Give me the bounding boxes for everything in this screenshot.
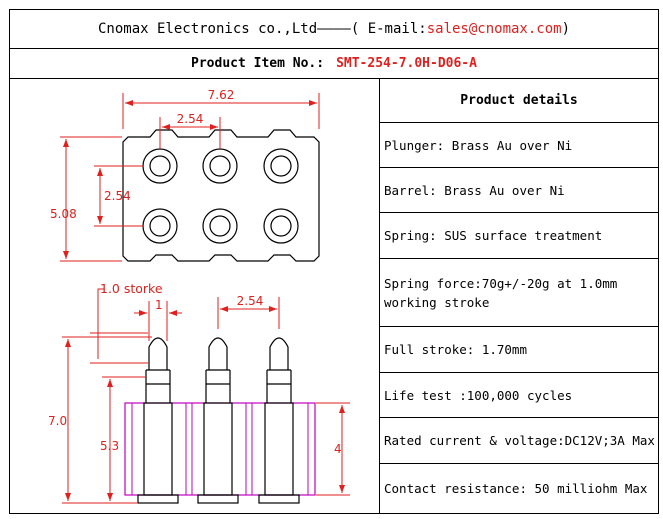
company-name: Cnomax Electronics co.,Ltd————( E-mail: — [97, 21, 427, 37]
dim-height — [60, 136, 122, 262]
dim-pitch-side — [217, 297, 280, 329]
dim-row-pitch-label: 2.54 — [104, 189, 131, 203]
detail-spring-force: Spring force:70g+/-20g at 1.0mm working … — [380, 259, 658, 327]
email-link[interactable]: sales@cnomax.com — [426, 21, 562, 37]
dim-stroke — [90, 288, 148, 364]
side-view: 1.0 storke 1 2.54 — [48, 281, 350, 504]
header-row: Cnomax Electronics co.,Ltd————( E-mail: … — [10, 10, 658, 49]
dim-height-label: 5.08 — [50, 207, 77, 221]
dim-one-label: 1 — [155, 298, 163, 312]
housing-dividers — [131, 403, 309, 495]
dim-pitch-top-label: 2.54 — [177, 112, 204, 126]
dim-body-height-label: 5.3 — [100, 439, 119, 453]
top-view: 7.62 2.54 2.54 — [50, 88, 320, 262]
detail-contact-resistance: Contact resistance: 50 milliohm Max — [384, 481, 648, 496]
product-item-label: Product Item No.: — [191, 55, 325, 71]
dim-width — [122, 93, 320, 129]
detail-spring: Spring: SUS surface treatment — [380, 213, 658, 259]
detail-plunger: Plunger: Brass Au over Ni — [380, 123, 658, 168]
details-heading: Product details — [380, 79, 658, 123]
detail-barrel: Barrel: Brass Au over Ni — [380, 168, 658, 213]
product-item-code: SMT-254-7.0H-D06-A — [336, 55, 477, 71]
plunger-3 — [266, 337, 292, 403]
technical-drawing: 7.62 2.54 2.54 — [10, 79, 380, 513]
dim-row-pitch — [94, 165, 143, 227]
dim-body-height — [102, 376, 146, 501]
detail-rated-current: Rated current & voltage:DC12V;3A Max — [380, 418, 658, 464]
dim-one — [134, 301, 182, 341]
product-item-row: Product Item No.: SMT-254-7.0H-D06-A — [10, 48, 658, 79]
product-details-table: Product details Plunger: Brass Au over N… — [380, 79, 658, 513]
spec-sheet: Cnomax Electronics co.,Ltd————( E-mail: … — [9, 9, 659, 514]
drawing-canvas: 7.62 2.54 2.54 — [48, 88, 350, 504]
dim-barrel — [316, 402, 350, 496]
detail-life-test: Life test :100,000 cycles — [380, 373, 658, 418]
dim-pitch-top — [159, 117, 221, 149]
dim-barrel-label: 4 — [334, 442, 342, 456]
dim-pitch-side-label: 2.54 — [237, 294, 264, 308]
dim-total-height — [62, 336, 152, 504]
dim-total-height-label: 7.0 — [48, 414, 67, 428]
plunger-1 — [145, 337, 171, 403]
barrels — [137, 402, 300, 504]
detail-full-stroke: Full stroke: 1.70mm — [380, 327, 658, 373]
plunger-2 — [205, 337, 231, 403]
housing-side — [124, 402, 316, 496]
dim-width-label: 7.62 — [208, 88, 235, 102]
header-close-paren: ) — [561, 21, 571, 37]
pin-hole-row-bottom — [142, 208, 299, 244]
housing-top-outline — [122, 129, 320, 262]
dim-stroke-label: 1.0 storke — [100, 281, 163, 296]
pin-hole-row-top — [142, 148, 299, 184]
